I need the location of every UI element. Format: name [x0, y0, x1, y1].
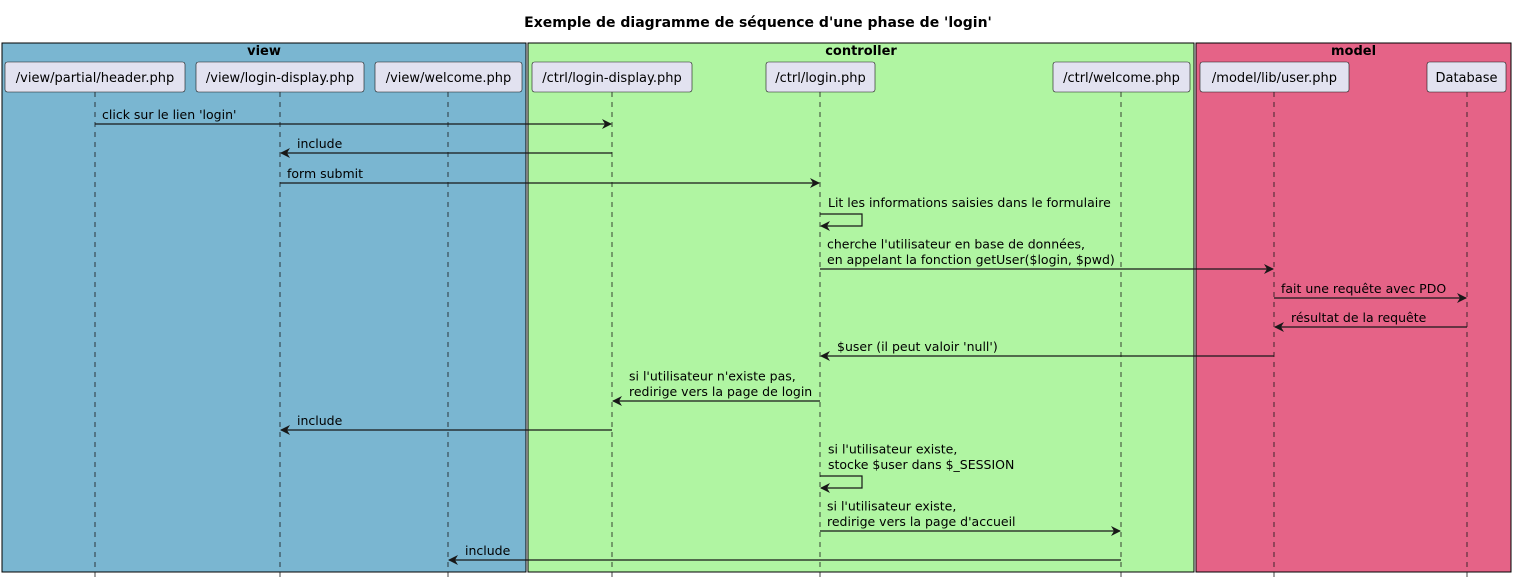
group-label-model: model [1331, 44, 1376, 59]
message-label: Lit les informations saisies dans le for… [828, 195, 1111, 210]
message: résultat de la requête [1274, 310, 1467, 332]
participant-label: Database [1435, 71, 1497, 86]
message: cherche l'utilisateur en base de données… [820, 237, 1274, 274]
participant-box-frame [765, 61, 876, 93]
message: include [280, 413, 612, 435]
message: form submit [280, 166, 820, 188]
participant-label: /view/welcome.php [386, 71, 512, 86]
message: si l'utilisateur existe,stocke $user dan… [820, 442, 1014, 493]
message-label: fait une requête avec PDO [1281, 281, 1446, 296]
participant-box: /ctrl/welcome.php [1052, 61, 1191, 93]
participant-label: /view/login-display.php [206, 71, 354, 86]
participant-label: /ctrl/login-display.php [542, 71, 682, 86]
message: si l'utilisateur n'existe pas,redirige v… [612, 369, 820, 406]
participant-box: /view/login-display.php [195, 61, 365, 93]
message: si l'utilisateur existe,redirige vers la… [820, 499, 1121, 536]
message-label: include [297, 136, 343, 151]
message-label: $user (il peut valoir 'null') [837, 339, 998, 354]
message-label: include [465, 543, 511, 558]
participant-box-frame [4, 61, 186, 93]
message: $user (il peut valoir 'null') [820, 339, 1274, 361]
participant-box-frame [1199, 61, 1350, 93]
message-label: si l'utilisateur existe, [827, 499, 956, 514]
group-box-view [1, 42, 527, 573]
participant-box-frame [1426, 61, 1507, 93]
message-label: si l'utilisateur existe, [828, 442, 957, 457]
message: click sur le lien 'login' [95, 107, 612, 129]
message-label: redirige vers la page de login [629, 384, 812, 399]
message-label: include [297, 413, 343, 428]
group-box-model [1195, 42, 1512, 573]
participant-label: /ctrl/welcome.php [1063, 71, 1180, 86]
message-label: résultat de la requête [1291, 310, 1427, 325]
participant-label: /model/lib/user.php [1212, 71, 1337, 86]
participant-box-frame [195, 61, 365, 93]
message-label: en appelant la fonction getUser($login, … [827, 252, 1115, 267]
participant-box: /ctrl/login-display.php [531, 61, 693, 93]
message: Lit les informations saisies dans le for… [820, 195, 1111, 231]
diagram-title: Exemple de diagramme de séquence d'une p… [524, 15, 992, 31]
participant-box-frame [1052, 61, 1191, 93]
participant-label: /ctrl/login.php [775, 71, 866, 86]
participant-box: /ctrl/login.php [765, 61, 876, 93]
message: include [448, 543, 1121, 565]
participant-box: /model/lib/user.php [1199, 61, 1350, 93]
message-label: cherche l'utilisateur en base de données… [827, 237, 1085, 252]
participant-box-frame [531, 61, 693, 93]
participant-box: /view/welcome.php [374, 61, 523, 93]
message-label: form submit [287, 166, 363, 181]
group-label-view: view [247, 44, 281, 59]
participant-label: /view/partial/header.php [16, 71, 174, 86]
participant-box: /view/partial/header.php [4, 61, 186, 93]
message-label: click sur le lien 'login' [102, 107, 236, 122]
message-label: stocke $user dans $_SESSION [828, 457, 1014, 472]
group-label-controller: controller [825, 44, 897, 59]
message: fait une requête avec PDO [1274, 281, 1467, 303]
group-box-controller [527, 42, 1195, 573]
message: include [280, 136, 612, 158]
participant-box-frame [374, 61, 523, 93]
message-label: redirige vers la page d'accueil [827, 514, 1016, 529]
participant-box: Database [1426, 61, 1507, 93]
message-label: si l'utilisateur n'existe pas, [629, 369, 796, 384]
self-message-arrow [820, 213, 863, 231]
self-message-arrow [820, 475, 863, 493]
